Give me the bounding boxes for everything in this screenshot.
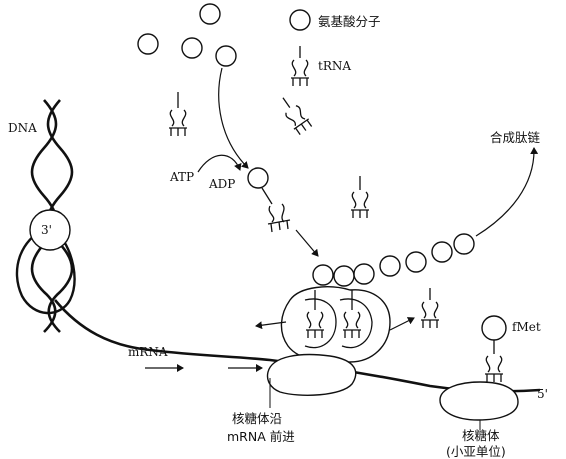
label-fmet: fMet bbox=[512, 320, 541, 334]
amino-acid-arrow bbox=[218, 67, 249, 169]
ribosome-exit-arrow-right bbox=[389, 317, 415, 331]
transcription-bubble bbox=[15, 226, 76, 315]
label-dna: DNA bbox=[8, 121, 37, 135]
polypeptide-chain bbox=[312, 233, 475, 287]
label-atp: ATP bbox=[169, 170, 194, 184]
trna-free-tilted bbox=[282, 97, 313, 135]
atp-adp-arrow bbox=[197, 154, 242, 173]
free-amino-acids bbox=[137, 3, 311, 67]
ribosome-exit-arrow-left bbox=[255, 321, 287, 330]
aminoacyl-trna bbox=[247, 167, 291, 233]
label-ribosome-line1: 核糖体 bbox=[462, 428, 500, 443]
label-5prime: 5' bbox=[537, 387, 548, 401]
aminoacyl-trna-arrow bbox=[295, 229, 319, 257]
label-polypeptide: 合成肽链 bbox=[490, 130, 541, 145]
polypeptide-extension-arrow bbox=[475, 147, 539, 237]
trna-free-right bbox=[351, 176, 369, 218]
label-adp: ADP bbox=[208, 177, 235, 191]
fmet-initiator-trna bbox=[481, 315, 507, 382]
ribosome-main bbox=[266, 286, 391, 396]
trna-free-left bbox=[169, 92, 187, 136]
trna-in-ribosome-right bbox=[343, 290, 361, 338]
trna-in-ribosome-left bbox=[306, 290, 324, 338]
label-trna: tRNA bbox=[318, 59, 351, 73]
label-ribosome-moves-line1: 核糖体沿 bbox=[232, 411, 282, 426]
trna-released bbox=[421, 288, 439, 328]
trna-free-top bbox=[291, 46, 309, 86]
dna-3prime-circle bbox=[29, 209, 71, 251]
label-amino-acid: 氨基酸分子 bbox=[318, 14, 381, 29]
ribosome-small-subunit bbox=[439, 381, 519, 421]
label-ribosome-moves-line2: mRNA 前进 bbox=[227, 429, 295, 444]
label-mrna: mRNA bbox=[128, 345, 168, 359]
label-3prime: 3' bbox=[41, 223, 52, 237]
label-ribosome-line2: (小亚单位) bbox=[446, 444, 506, 459]
